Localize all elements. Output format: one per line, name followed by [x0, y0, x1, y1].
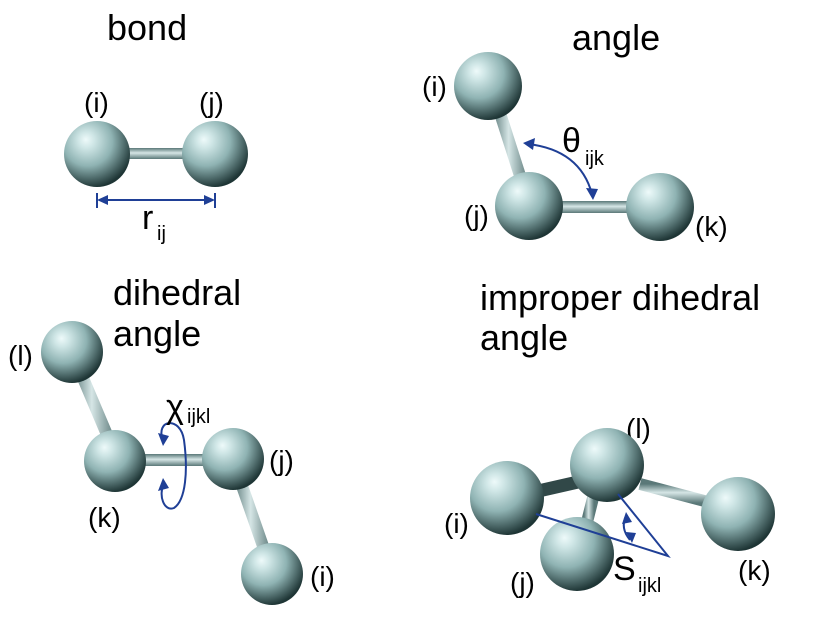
improper-atom-k-label: (k) [738, 555, 771, 586]
dihedral-atom-k-label: (k) [88, 502, 121, 533]
bond-atom-i [64, 121, 130, 187]
dihedral-atom-j-label: (j) [269, 445, 294, 476]
angle-symbol-theta: θ [562, 122, 581, 160]
dihedral-atom-i-label: (i) [310, 561, 335, 592]
dihedral-symbol-chi: χ [166, 388, 184, 426]
dihedral-bond-kj [140, 454, 210, 466]
bond-title: bond [107, 7, 187, 48]
angle-panel: angle (i) (j) (k) θ ijk [422, 17, 728, 242]
dihedral-atom-k [84, 430, 146, 492]
bond-panel: bond (i) (j) r ij [64, 7, 248, 245]
improper-atom-i [470, 461, 544, 535]
bond-arrowhead-left [97, 195, 108, 205]
dihedral-atom-j [202, 428, 264, 490]
angle-title: angle [572, 17, 660, 58]
improper-angle-head-top [622, 512, 632, 524]
angle-atom-k-label: (k) [695, 211, 728, 242]
improper-bond-lk [638, 478, 714, 509]
improper-atom-k [701, 477, 775, 551]
improper-angle-head-bottom [626, 532, 636, 543]
angle-arc-head-bottom [586, 188, 598, 200]
bond-symbol-r: r [142, 199, 153, 237]
improper-atom-j-label: (j) [510, 567, 535, 598]
angle-arc-head-top [523, 138, 535, 150]
angle-bond-jk [560, 201, 632, 213]
improper-title-line1: improper dihedral [480, 277, 760, 318]
improper-panel: improper dihedral angle (l) (i) (j) (k) … [444, 277, 775, 598]
dihedral-atom-l [41, 321, 103, 383]
angle-atom-i-label: (i) [422, 71, 447, 102]
dihedral-rotation-arc [160, 422, 187, 510]
improper-atom-i-label: (i) [444, 508, 469, 539]
dihedral-panel: dihedral angle (l) (k) (j) (i) χ ijkl [8, 272, 335, 605]
bond-atom-j-label: (j) [199, 87, 224, 118]
angle-atom-j [495, 172, 563, 240]
angle-atom-i [454, 52, 522, 120]
dihedral-rotation-head-bottom [158, 478, 169, 491]
improper-title-line2: angle [480, 317, 568, 358]
improper-symbol-s: S [613, 550, 636, 588]
dihedral-title-line2: angle [113, 313, 201, 354]
bond-subscript: ij [157, 223, 166, 245]
improper-atom-j [540, 517, 614, 591]
improper-atom-l [570, 428, 644, 502]
dihedral-rotation-head-top [158, 433, 169, 446]
dihedral-title-line1: dihedral [113, 272, 241, 313]
dihedral-subscript: ijkl [187, 406, 210, 428]
bond-stick [120, 148, 196, 159]
angle-atom-j-label: (j) [464, 200, 489, 231]
dihedral-atom-i [241, 543, 303, 605]
bond-arrowhead-right [204, 195, 215, 205]
angle-atom-k [626, 173, 694, 241]
bond-atom-i-label: (i) [84, 87, 109, 118]
improper-subscript: ijkl [638, 575, 661, 597]
bond-atom-j [182, 121, 248, 187]
angle-subscript: ijk [585, 148, 605, 170]
dihedral-atom-l-label: (l) [8, 340, 33, 371]
angle-arc [527, 143, 593, 195]
improper-triangle [535, 493, 671, 558]
